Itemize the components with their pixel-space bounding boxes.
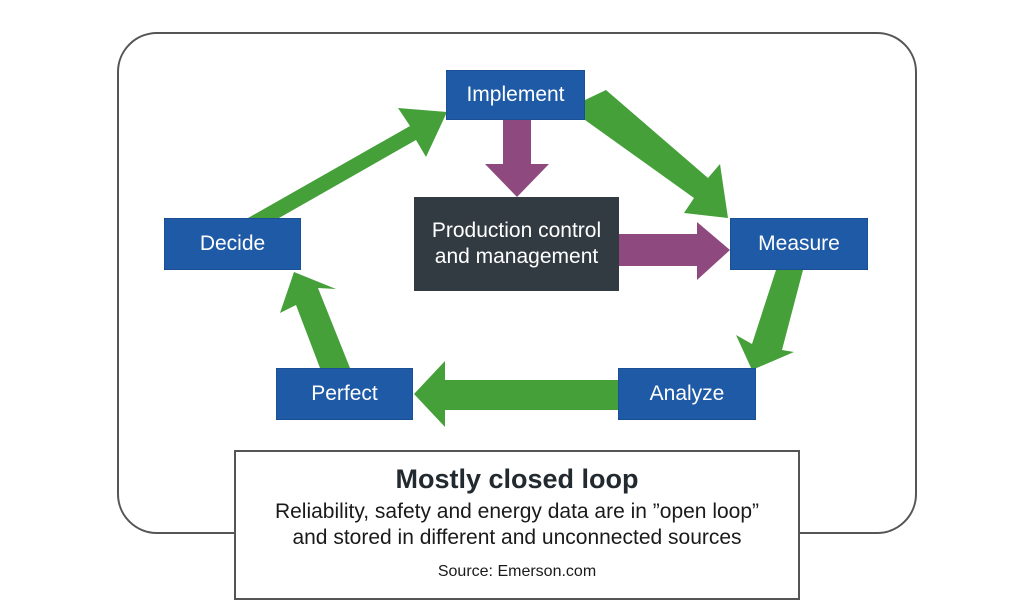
info-title: Mostly closed loop	[395, 464, 639, 494]
info-source: Source: Emerson.com	[437, 563, 597, 580]
node-decide: Decide	[164, 218, 301, 270]
node-decide-label: Decide	[199, 232, 266, 255]
node-implement: Implement	[446, 70, 585, 120]
core-label-line1: Production control	[431, 219, 602, 242]
node-measure-label: Measure	[758, 232, 840, 255]
arrow-implement-to-core	[485, 118, 549, 197]
node-analyze-label: Analyze	[649, 382, 725, 405]
arrow-measure-to-analyze	[736, 270, 803, 370]
info-description-line2: and stored in different and unconnected …	[292, 526, 742, 549]
node-implement-label: Implement	[466, 83, 565, 106]
info-description-line1: Reliability, safety and energy data are …	[274, 500, 760, 523]
arrow-decide-to-implement	[248, 108, 447, 222]
core-label-line2: and management	[434, 245, 599, 268]
node-analyze: Analyze	[618, 368, 756, 420]
arrow-perfect-to-decide	[280, 272, 350, 368]
arrow-analyze-to-perfect	[414, 361, 620, 427]
node-perfect: Perfect	[276, 368, 413, 420]
arrow-implement-to-measure	[585, 90, 728, 218]
info-box: Mostly closed loop Reliability, safety a…	[234, 450, 800, 600]
info-description: Reliability, safety and energy data are …	[236, 499, 798, 551]
node-production-control: Production control and management	[414, 197, 619, 291]
node-perfect-label: Perfect	[311, 382, 378, 405]
arrow-core-to-measure	[618, 222, 730, 280]
node-measure: Measure	[730, 218, 868, 270]
